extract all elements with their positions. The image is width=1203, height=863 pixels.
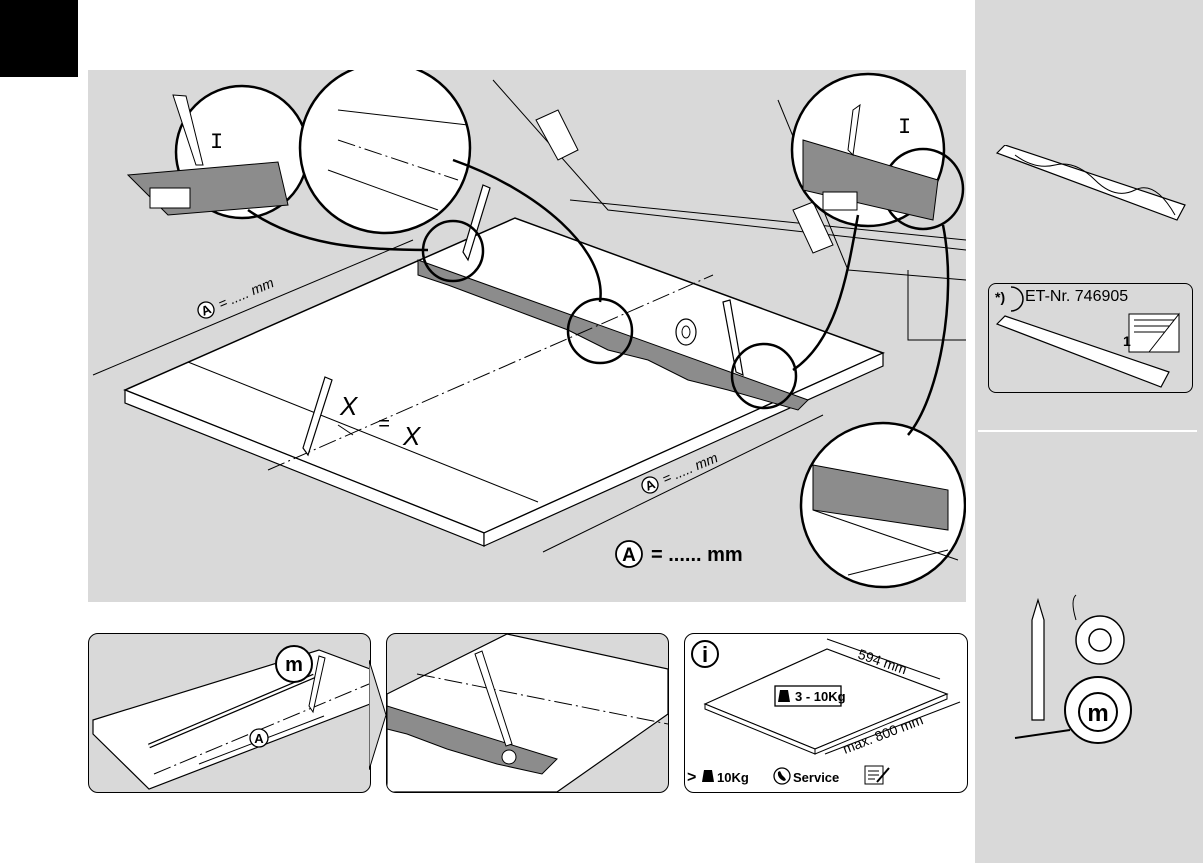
info-panel-svg: i 594 mm max. 800 mm 3 - 10Kg > 10Kg Ser… <box>685 634 967 792</box>
service-label: Service <box>793 770 839 785</box>
sidebar-divider <box>978 430 1197 432</box>
label-i-mark-left: I <box>210 130 223 155</box>
weight-icon <box>778 690 790 702</box>
svg-text:1: 1 <box>1123 333 1131 349</box>
board-top <box>125 218 883 533</box>
svg-text:= ..... mm: = ..... mm <box>216 274 277 312</box>
over-sign: > <box>687 769 696 786</box>
step-mark-panel <box>386 633 669 793</box>
label-x-right: X <box>402 421 422 451</box>
label-x-left: X <box>339 391 359 421</box>
info-panel: i 594 mm max. 800 mm 3 - 10Kg > 10Kg Ser… <box>684 633 968 793</box>
svg-text:m: m <box>285 654 303 676</box>
label-a-step1: A <box>250 729 268 747</box>
tape-roll-icon <box>676 319 696 345</box>
tools-illustration: m <box>1010 590 1140 750</box>
weight-icon <box>702 770 714 782</box>
step-mark-svg <box>387 634 668 792</box>
main-illustration-svg: A = ..... mm A = ..... mm A = ...... mm … <box>88 70 966 602</box>
step-measure-svg: m A <box>89 634 370 792</box>
service-form-icon <box>865 766 889 784</box>
label-equals: = <box>378 413 390 435</box>
part-number: ET-Nr. 746905 <box>1025 288 1128 305</box>
tape-roll-icon <box>1073 595 1124 664</box>
info-icon: i <box>692 641 718 667</box>
svg-text:= ...... mm: = ...... mm <box>651 544 743 566</box>
step-measure-panel: m A <box>88 633 371 793</box>
part-number-box: *) ET-Nr. 746905 1 <box>988 283 1193 393</box>
tape-measure-icon: m <box>276 646 312 682</box>
pencil-icon <box>1032 600 1044 720</box>
svg-text:A: A <box>254 731 264 746</box>
svg-text:i: i <box>702 642 708 667</box>
svg-text:m: m <box>1087 700 1108 727</box>
main-illustration: A = ..... mm A = ..... mm A = ...... mm … <box>88 70 966 602</box>
over-weight: 10Kg <box>717 770 749 785</box>
label-a-top: A = ..... mm <box>196 274 277 320</box>
svg-text:3 - 10Kg: 3 - 10Kg <box>795 689 846 704</box>
part-number-svg: *) ET-Nr. 746905 1 <box>989 284 1192 392</box>
step-arrow <box>369 660 386 770</box>
svg-text:A: A <box>622 545 636 566</box>
label-i-mark-right: I <box>898 115 911 140</box>
note-marker: *) <box>995 289 1005 305</box>
label-a-big: A = ...... mm <box>616 541 743 567</box>
booklet-icon: 1 <box>1123 314 1179 352</box>
corner-tab <box>0 0 78 77</box>
phone-icon <box>774 768 790 784</box>
template-strip-image <box>995 145 1195 225</box>
